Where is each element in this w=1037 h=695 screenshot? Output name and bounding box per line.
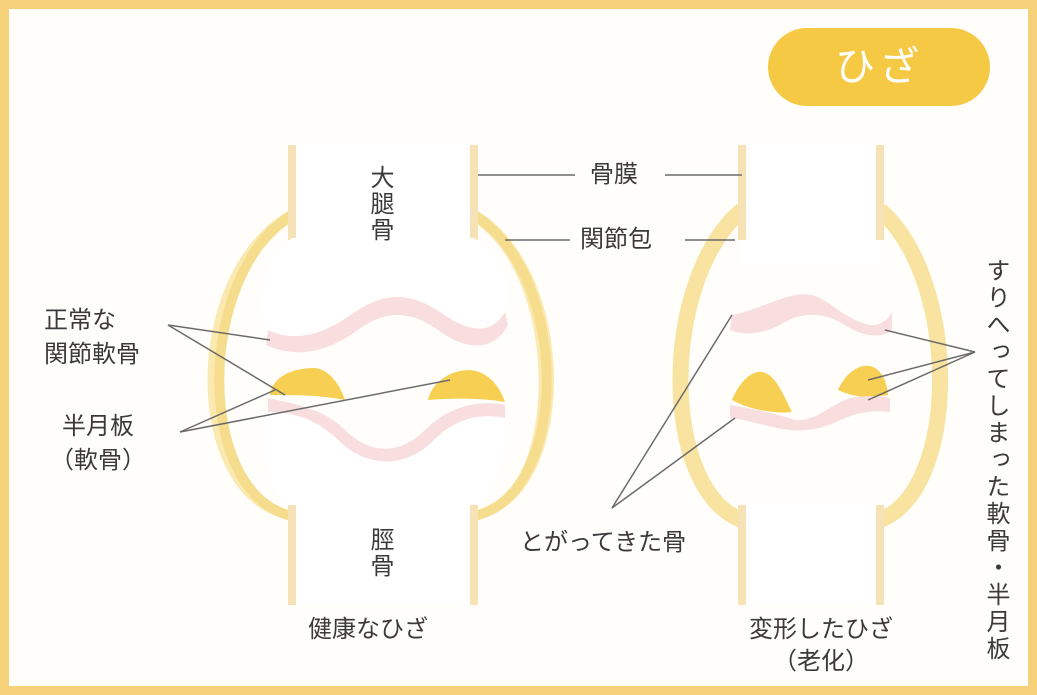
leader-lines [167, 174, 976, 509]
healthy-knee-caption: 健康なひざ [308, 615, 428, 643]
deformed-meniscus-left [732, 371, 792, 413]
healthy-cartilage-lower [268, 398, 505, 462]
healthy-tibia [292, 505, 474, 605]
deformed-meniscus-right [838, 365, 888, 397]
deformed-knee-caption-line2: （老化） [773, 647, 869, 675]
healthy-cartilage-upper [266, 297, 508, 353]
osteophyte-label: とがってきた骨 [520, 528, 687, 556]
healthy-meniscus-right [428, 370, 505, 402]
healthy-knee-illustration [207, 145, 554, 605]
periosteum-label: 骨膜 [590, 160, 638, 188]
worn-cartilage-label: すりへってしまった軟骨・半月板 [982, 258, 1010, 663]
healthy-meniscus-left [270, 368, 345, 400]
normal-cartilage-label-line1: 正常な [44, 306, 116, 334]
title-badge: ひざ [768, 28, 990, 106]
normal-cartilage-label-line2: 関節軟骨 [44, 340, 140, 368]
joint-capsule-label: 関節包 [580, 225, 652, 253]
deformed-knee-illustration [672, 145, 948, 605]
deformed-knee-caption-line1: 変形したひざ [749, 615, 893, 643]
tibia-label: 脛骨 [366, 527, 394, 579]
deformed-tibia [742, 505, 880, 605]
deformed-cartilage-upper [730, 294, 892, 336]
meniscus-label-line1: 半月板 [62, 412, 134, 440]
deformed-cartilage-lower [730, 396, 890, 431]
deformed-femur [742, 145, 880, 265]
meniscus-label-line2: （軟骨） [50, 446, 146, 474]
femur-label: 大腿骨 [366, 165, 394, 243]
